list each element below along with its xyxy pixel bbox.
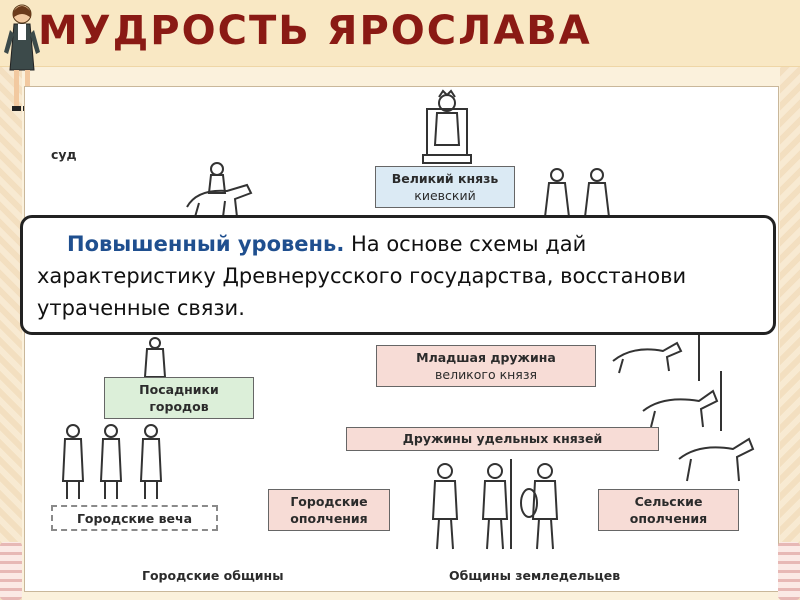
throne-prince-icon [421, 89, 473, 165]
rural-militia-title: Сельские [634, 494, 703, 509]
box-rural-militia: Сельские ополчения [598, 489, 739, 531]
task-card: Повышенный уровень. На основе схемы дай … [20, 215, 776, 335]
boyars-icon [539, 167, 621, 217]
task-level: Повышенный уровень. [67, 232, 345, 256]
box-grand-prince: Великий князь киевский [375, 166, 515, 208]
horseman-icon [177, 159, 261, 219]
box-junior-guard: Младшая дружина великого князя [376, 345, 596, 387]
rural-militia-subtitle: ополчения [629, 511, 708, 526]
ornament-left [0, 542, 22, 600]
posadnik-figure-icon [135, 337, 175, 377]
label-court: суд [51, 147, 77, 162]
junior-guard-title: Младшая дружина [416, 350, 556, 365]
box-city-veche: Городские веча [51, 505, 218, 531]
city-militia-subtitle: ополчения [290, 511, 368, 526]
title-bar: МУДРОСТЬ ЯРОСЛАВА [0, 0, 800, 67]
posadniki-title: Посадники [139, 382, 219, 397]
ornament-right [778, 542, 800, 600]
veche-crowd-icon [55, 421, 171, 501]
militia-warriors-icon [425, 459, 565, 551]
scheme-panel: суд Великий князь киевский [24, 86, 779, 592]
paper-right-border [780, 66, 800, 600]
junior-guard-subtitle: великого князя [435, 367, 537, 382]
grand-prince-subtitle: киевский [414, 188, 476, 203]
box-city-militia: Городские ополчения [268, 489, 390, 531]
posadniki-subtitle: городов [149, 399, 209, 414]
label-farmer-communities: Общины земледельцев [449, 568, 621, 583]
grand-prince-title: Великий князь [391, 171, 499, 186]
city-militia-title: Городские [290, 494, 368, 509]
cavalry-icon [603, 331, 773, 487]
task-text: На основе схемы дай характеристику Древн… [37, 232, 687, 320]
slide-title: МУДРОСТЬ ЯРОСЛАВА [38, 8, 592, 54]
label-city-communities: Городские общины [142, 568, 284, 583]
box-posadniki: Посадники городов [104, 377, 254, 419]
paper-left-border [0, 66, 22, 600]
box-appanage-guard: Дружины удельных князей [346, 427, 659, 451]
